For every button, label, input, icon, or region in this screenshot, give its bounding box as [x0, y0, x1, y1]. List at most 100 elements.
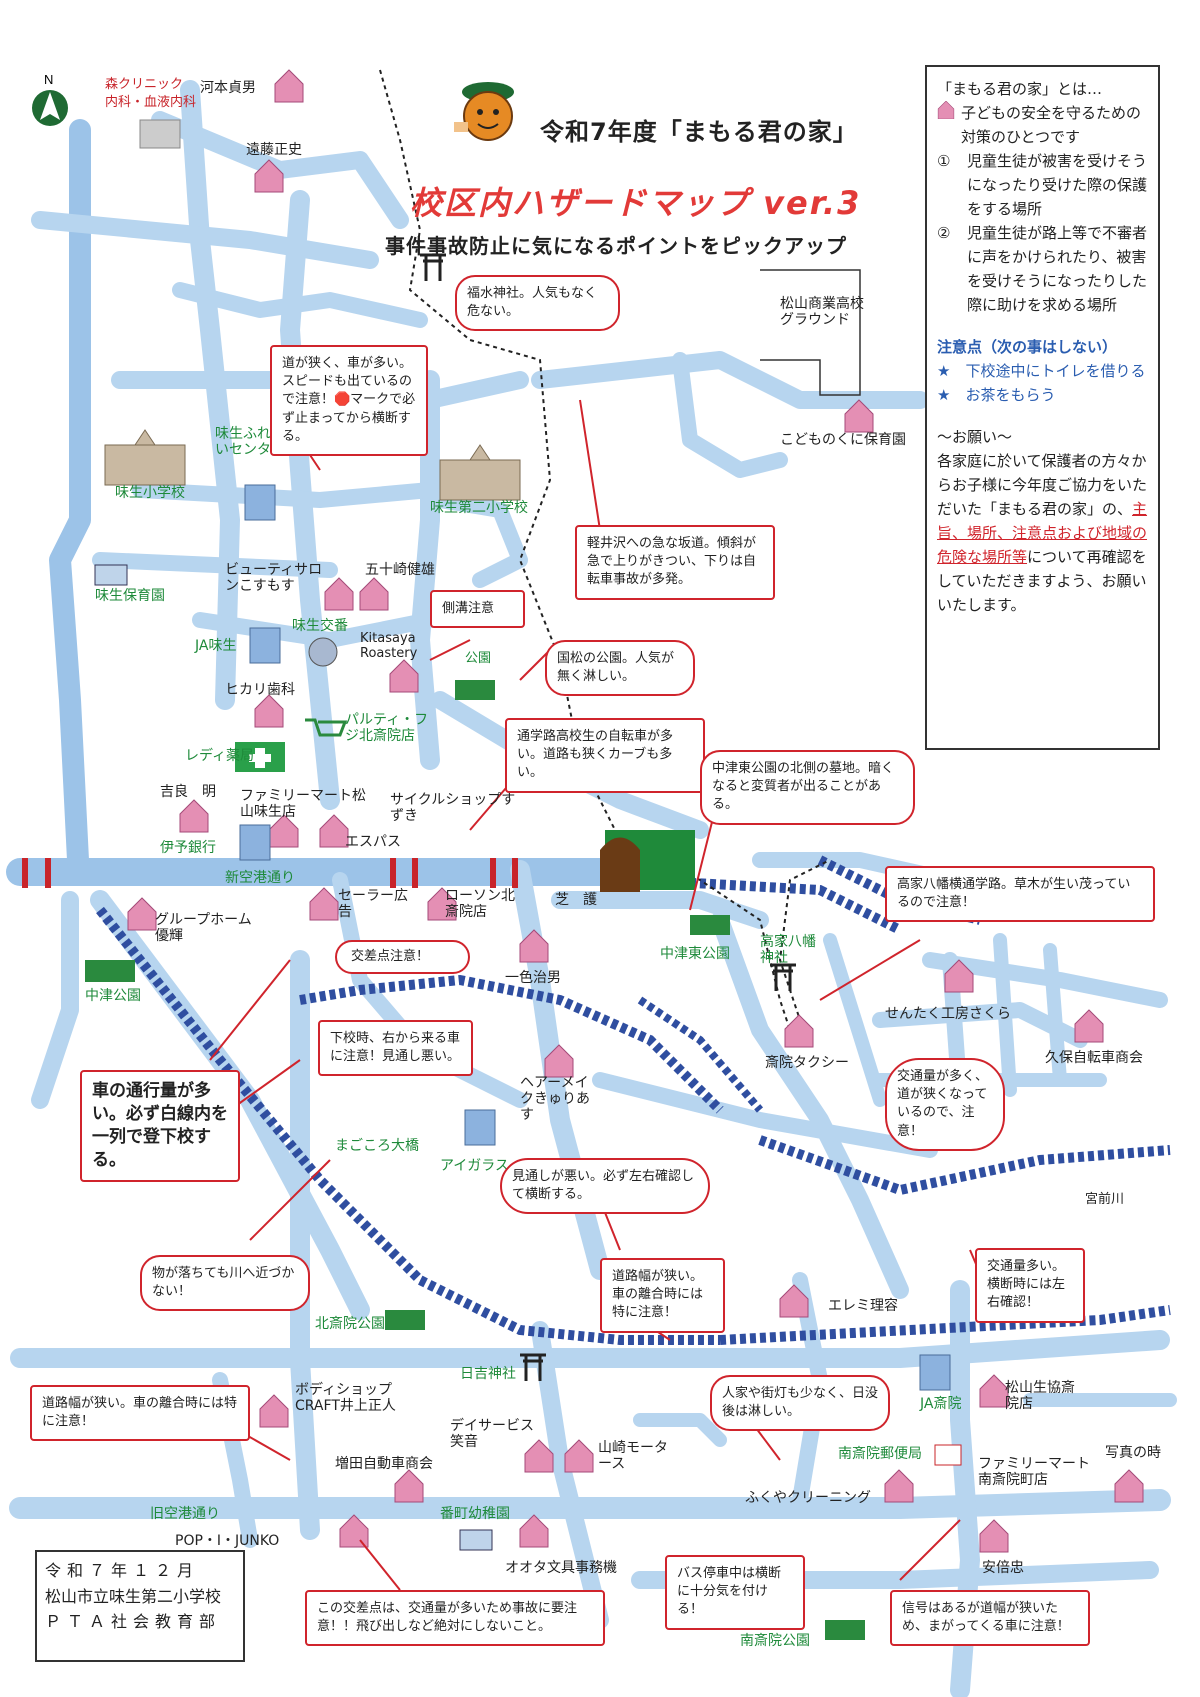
request-text: 各家庭に於いて保護者の方々からお子様に今年度ご協力をいただいた「まもる君の家」の…	[937, 449, 1150, 617]
place-label: まごころ大橋	[335, 1138, 419, 1154]
clinic-icon	[139, 119, 181, 149]
title-hazard-map: 校区内ハザードマップ ver.3	[410, 184, 862, 222]
place-label: 松山商業高校グラウンド	[780, 296, 864, 329]
place-label: 中津公園	[85, 988, 141, 1004]
place-label: ヒカリ歯科	[225, 682, 295, 698]
place-label: POP・I・JUNKO	[175, 1533, 280, 1549]
hazard-callout: 信号はあるが道幅が狭いため、まがってくる車に注意！	[890, 1590, 1090, 1647]
hazard-callout: 下校時、右から来る車に注意！見通し悪い。	[318, 1020, 473, 1077]
hazard-callout: 福水神社。人気もなく危ない。	[455, 275, 620, 332]
caution-item: ★ お茶をもらう	[937, 386, 1056, 404]
building-icons	[239, 484, 951, 1391]
title-year: 令和7年度「まもる君の家」	[540, 118, 858, 146]
place-label: ローソン北斎院店	[445, 888, 515, 921]
place-label: 北斎院公園	[315, 1316, 385, 1332]
hazard-callout: 通学路高校生の自転車が多い。道路も狭くカーブも多い。	[505, 718, 705, 793]
hazard-callout: 交通量が多く、道が狭くなっているので、注意！	[885, 1058, 1005, 1151]
place-label: 斎院タクシー	[765, 1055, 849, 1071]
shopping-cart-icon	[305, 718, 348, 737]
hazard-callout: 側溝注意	[430, 590, 525, 629]
place-label: ファミリーマート南斎院町店	[978, 1456, 1090, 1489]
place-label: 内科・血液内科	[105, 95, 197, 110]
north-arrow-icon: N	[32, 72, 68, 126]
place-label: オオタ文具事務機	[505, 1560, 617, 1576]
place-label: パルティ・フジ北斎院店	[345, 712, 429, 745]
compass: N	[30, 70, 70, 134]
hazard-callout: 道路幅が狭い。車の離合時には特に注意！	[30, 1385, 250, 1442]
matsusho-ground-outline	[760, 269, 861, 396]
legend-item-1: ① 児童生徒が被害を受けそうになったり受けた際の保護をする場所	[937, 149, 1150, 221]
place-label: 南斎院郵便局	[838, 1446, 922, 1462]
legend-item-text: 児童生徒が被害を受けそうになったり受けた際の保護をする場所	[967, 152, 1148, 218]
place-label: 森クリニック	[105, 77, 184, 92]
request-heading: ～お願い～	[937, 428, 1013, 446]
place-label: アイガラス	[440, 1158, 510, 1174]
legend-intro: 子どもの安全を守るための対策のひとつです	[961, 104, 1142, 146]
place-label: ヘアーメイクきゅりあす	[520, 1075, 590, 1124]
request-underline: 主旨、場所、注意点および地域の危険な場所等	[937, 500, 1148, 566]
tunnel-icon	[600, 837, 640, 892]
place-label: 味生ふれあいセンター	[215, 426, 285, 459]
place-label: 久保自転車商会	[1045, 1050, 1143, 1066]
hazard-callout: 交通量多い。横断時には左右確認！	[975, 1248, 1085, 1323]
place-label: 味生保育園	[95, 588, 165, 604]
hazard-callout: 見通しが悪い。必ず左右確認して横断する。	[500, 1158, 710, 1215]
legend-item-num: ②	[937, 224, 951, 242]
place-label: 遠藤正史	[246, 142, 302, 158]
credit-line: 松山市立味生第二小学校	[45, 1586, 222, 1606]
place-label: ビューティサロンこすもす	[225, 562, 323, 595]
place-label: 高家八幡神社	[760, 934, 816, 967]
place-label: 安倍忠	[982, 1560, 1024, 1576]
credit-box: 令和７年１２月 松山市立味生第二小学校 ＰＴＡ社会教育部	[35, 1550, 245, 1662]
request-text-1: 各家庭に於いて保護者の方々からお子様に今年度ご協力をいただいた「まもる君の家」の…	[937, 452, 1148, 518]
pharmacy-icon	[235, 742, 285, 772]
hazard-callout: バス停車中は横断に十分気を付ける！	[665, 1555, 805, 1630]
place-label: 山崎モータース	[598, 1440, 668, 1473]
park-icons	[85, 680, 865, 1640]
legend-intro-row: 子どもの安全を守るための対策のひとつです	[937, 101, 1150, 149]
place-label: せんたく工房さくら	[885, 1006, 1011, 1022]
place-label: 番町幼稚園	[440, 1506, 510, 1522]
hazard-callout: 車の通行量が多い。必ず白線内を一列で登下校する。	[80, 1070, 240, 1182]
credit-line: 令和７年１２月	[45, 1561, 200, 1580]
hazard-callout: 道路幅が狭い。車の離合時には特に注意！	[600, 1258, 725, 1333]
request-text-2: について再確認をしていただきますよう、お願いいたします。	[937, 548, 1147, 614]
hazard-callout: この交差点は、交通量が多いため事故に要注意！！飛び出しなど絶対にしないこと。	[305, 1590, 605, 1647]
place-label: 松山生協斎院店	[1005, 1380, 1075, 1413]
place-label: レディ薬局	[185, 748, 255, 764]
post-office-icon	[934, 1444, 962, 1466]
caution-item: ★ 下校途中にトイレを借りる	[937, 362, 1146, 380]
place-label: 旧空港通り	[150, 1506, 220, 1522]
crossing-markers	[22, 858, 518, 888]
hazard-callout: 人家や街灯も少なく、日没後は淋しい。	[710, 1375, 890, 1432]
place-label: 南斎院公園	[740, 1633, 810, 1649]
place-label: 日吉神社	[460, 1366, 516, 1382]
place-label: ファミリーマート松山味生店	[240, 788, 366, 821]
place-label: 伊予銀行	[160, 840, 216, 856]
hazard-callout: 物が落ちても川へ近づかない！	[140, 1255, 310, 1312]
koban-icon	[308, 637, 338, 667]
legend-item-text: 児童生徒が路上等で不審者に声をかけられたり、被害を受けそうになったりした際に助け…	[967, 224, 1148, 314]
title-subtitle: 事件事故防止に気になるポイントをピックアップ	[385, 234, 847, 258]
nursery-icons	[94, 564, 493, 1551]
place-label: 五十崎健雄	[365, 562, 435, 578]
legend-item-num: ①	[937, 152, 951, 170]
place-label: 写真の時	[1105, 1445, 1161, 1461]
place-label: ふくやクリーニング	[745, 1490, 871, 1506]
mamoru-house-icon	[937, 101, 955, 119]
place-label: 芝 護	[555, 892, 597, 908]
place-label: 公園	[465, 651, 492, 666]
place-label: 河本貞男	[200, 80, 256, 96]
hazard-callout: 国松の公園。人気が無く淋しい。	[545, 640, 695, 697]
legend-item-2: ② 児童生徒が路上等で不審者に声をかけられたり、被害を受けそうになったりした際に…	[937, 221, 1150, 317]
torii-icons	[420, 253, 796, 1381]
place-label: 吉良 明	[160, 784, 216, 800]
place-label: サイクルショップすずき	[390, 792, 516, 825]
hazard-callout: 道が狭く、車が多い。スピードも出ているので注意！🛑マークで必ず止まってから横断す…	[270, 345, 428, 456]
hazard-callout: 高家八幡横通学路。草木が生い茂っているので注意！	[885, 866, 1155, 923]
place-label: Kitasaya Roastery	[360, 631, 418, 661]
place-label: デイサービス笑音	[450, 1418, 534, 1451]
place-label: 中津東公園	[660, 946, 730, 962]
mascot-image	[448, 66, 518, 148]
school-icons	[104, 429, 521, 501]
